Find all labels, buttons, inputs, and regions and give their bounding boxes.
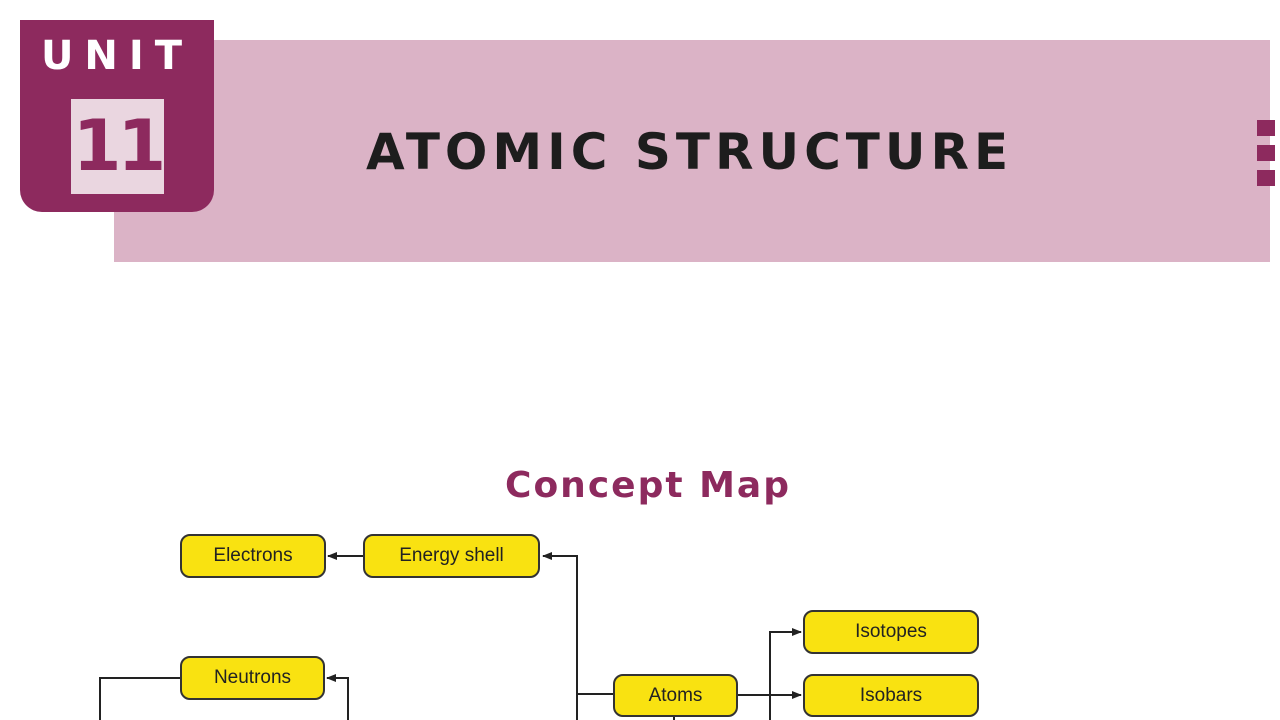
connector-right-to-neutrons xyxy=(326,674,349,720)
page-edge-marks xyxy=(1257,120,1275,186)
node-isotopes: Isotopes xyxy=(803,610,979,654)
connector-atoms-to-isotopes xyxy=(769,628,802,720)
unit-number: 11 xyxy=(72,105,166,187)
node-energy-shell: Energy shell xyxy=(363,534,540,578)
edge-mark xyxy=(1257,170,1275,186)
edge-mark xyxy=(1257,120,1275,136)
node-atoms: Atoms xyxy=(613,674,738,717)
unit-number-box: 11 xyxy=(71,99,166,194)
chapter-title: ATOMIC STRUCTURE xyxy=(366,123,1014,181)
connector-atoms-to-energy-shell xyxy=(542,552,614,695)
concept-map-title: Concept Map xyxy=(505,465,791,506)
edge-mark xyxy=(1257,145,1275,161)
title-band xyxy=(114,40,1270,262)
unit-label: UNIT xyxy=(40,33,194,79)
connector-left-to-neutrons xyxy=(99,677,181,720)
node-electrons: Electrons xyxy=(180,534,326,578)
node-isobars: Isobars xyxy=(803,674,979,717)
node-neutrons: Neutrons xyxy=(180,656,325,700)
unit-tab: UNIT 11 xyxy=(20,20,214,212)
